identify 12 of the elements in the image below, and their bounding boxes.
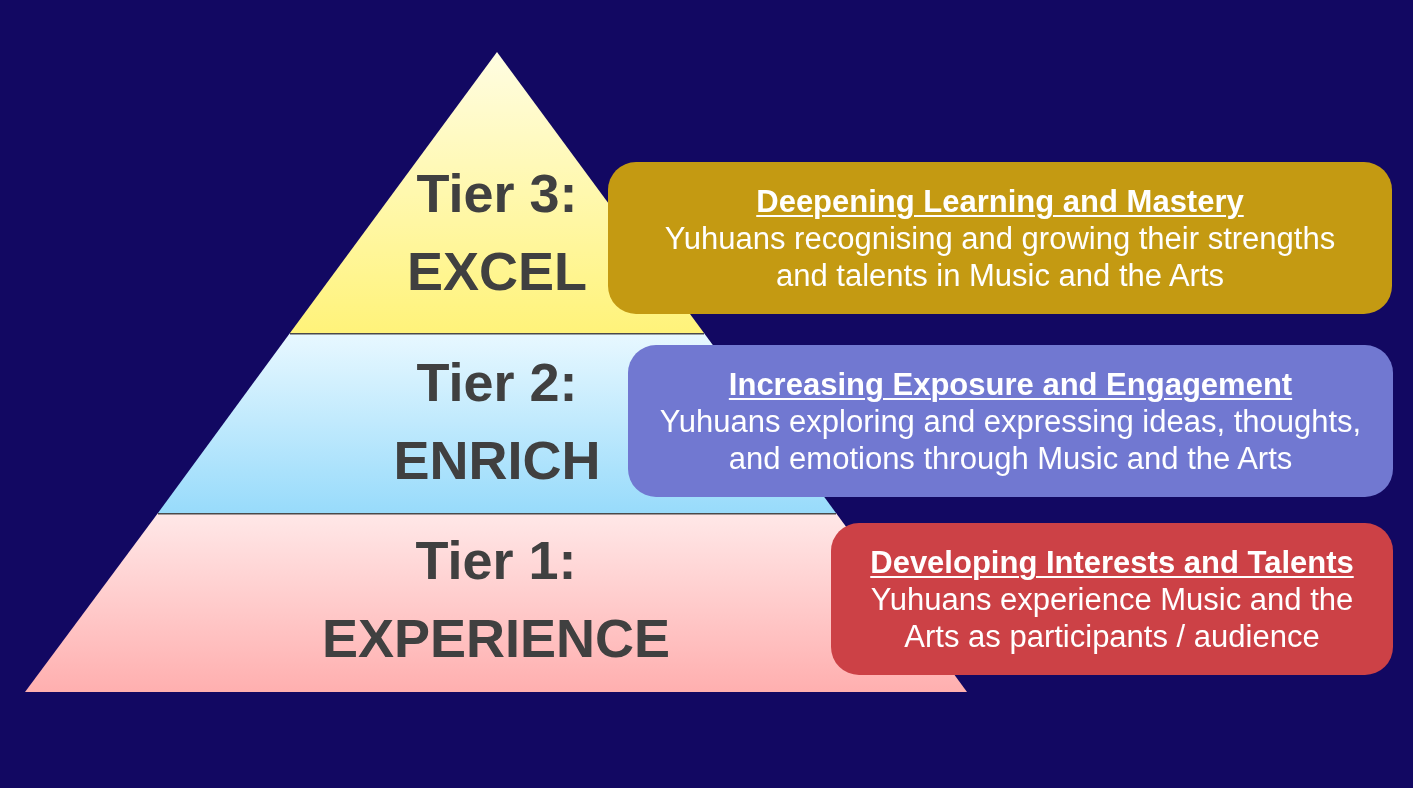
tier-label: Tier 2: ENRICH	[392, 351, 602, 492]
callout-heading: Developing Interests and Talents	[870, 543, 1354, 581]
callout-text: Yuhuans experience Music and the Arts as participants / audience	[869, 580, 1355, 655]
callout-heading: Deepening Learning and Mastery	[756, 182, 1244, 220]
callout-text: Yuhuans recognising and growing their strengths and talents in Music and the Arts	[663, 219, 1337, 294]
callout-box	[608, 162, 1392, 314]
callout-text: Yuhuans exploring and expressing ideas, thoughts, and emotions through Music and the Arts	[658, 402, 1363, 477]
callout-box	[831, 523, 1393, 675]
callout-box	[628, 345, 1393, 497]
tier-label: Tier 1: EXPERIENCE	[320, 529, 672, 670]
tier-label: Tier 3: EXCEL	[405, 162, 588, 303]
callout-heading: Increasing Exposure and Engagement	[728, 365, 1293, 403]
